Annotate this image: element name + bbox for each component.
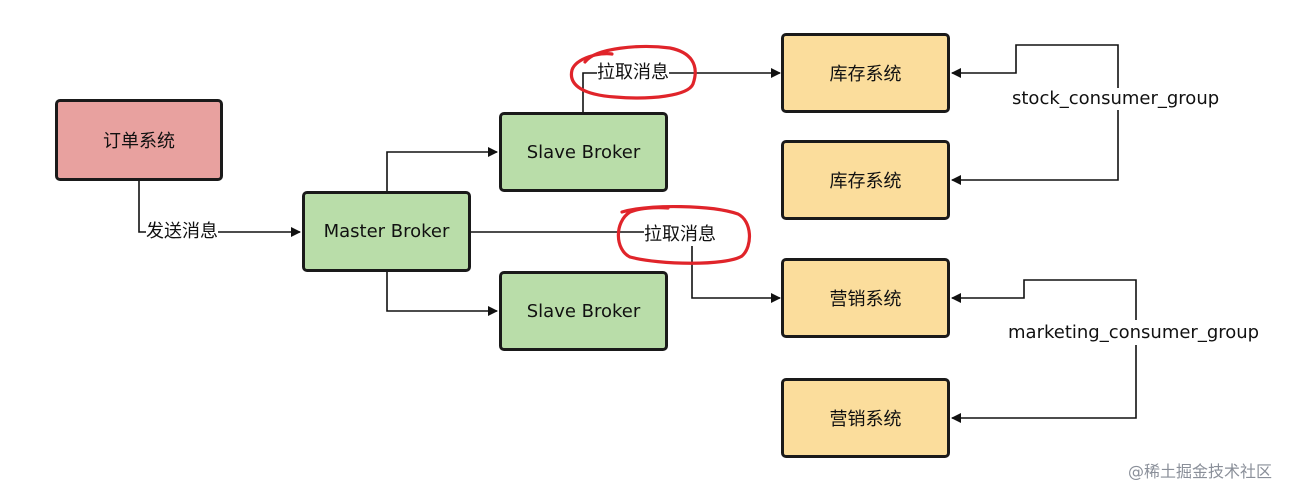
stock-group-connector-2	[951, 110, 1119, 185]
marketing-consumer-group-label: marketing_consumer_group	[1008, 322, 1260, 344]
stock-system-node-1: 库存系统	[781, 33, 950, 113]
master-to-slave-bottom-connector	[386, 271, 498, 316]
master-pull-connector	[470, 231, 781, 303]
stock-system-node-2: 库存系统	[781, 140, 950, 220]
pull-message-slave-label: 拉取消息	[597, 62, 669, 84]
highlight-circle-slave-pull	[569, 44, 697, 100]
stock-group-connector-1	[951, 44, 1119, 88]
marketing-group-connector-1	[951, 279, 1137, 320]
slave-broker-bottom-node: Slave Broker	[499, 271, 668, 351]
watermark-text: @稀土掘金技术社区	[1128, 462, 1273, 481]
marketing-system-node-2: 营销系统	[781, 378, 950, 458]
send-message-connector	[138, 181, 301, 237]
highlight-circle-master-pull	[616, 204, 751, 265]
slave-broker-top-node: Slave Broker	[499, 112, 668, 192]
slave-pull-connector	[582, 68, 781, 112]
marketing-group-connector-2	[951, 345, 1137, 423]
master-to-slave-top-connector	[386, 147, 498, 191]
marketing-system-node-1: 营销系统	[781, 258, 950, 338]
send-message-label: 发送消息	[146, 221, 218, 243]
order-system-node: 订单系统	[55, 99, 223, 181]
pull-message-master-label: 拉取消息	[644, 224, 716, 246]
stock-consumer-group-label: stock_consumer_group	[1012, 88, 1220, 110]
master-broker-node: Master Broker	[302, 191, 471, 272]
